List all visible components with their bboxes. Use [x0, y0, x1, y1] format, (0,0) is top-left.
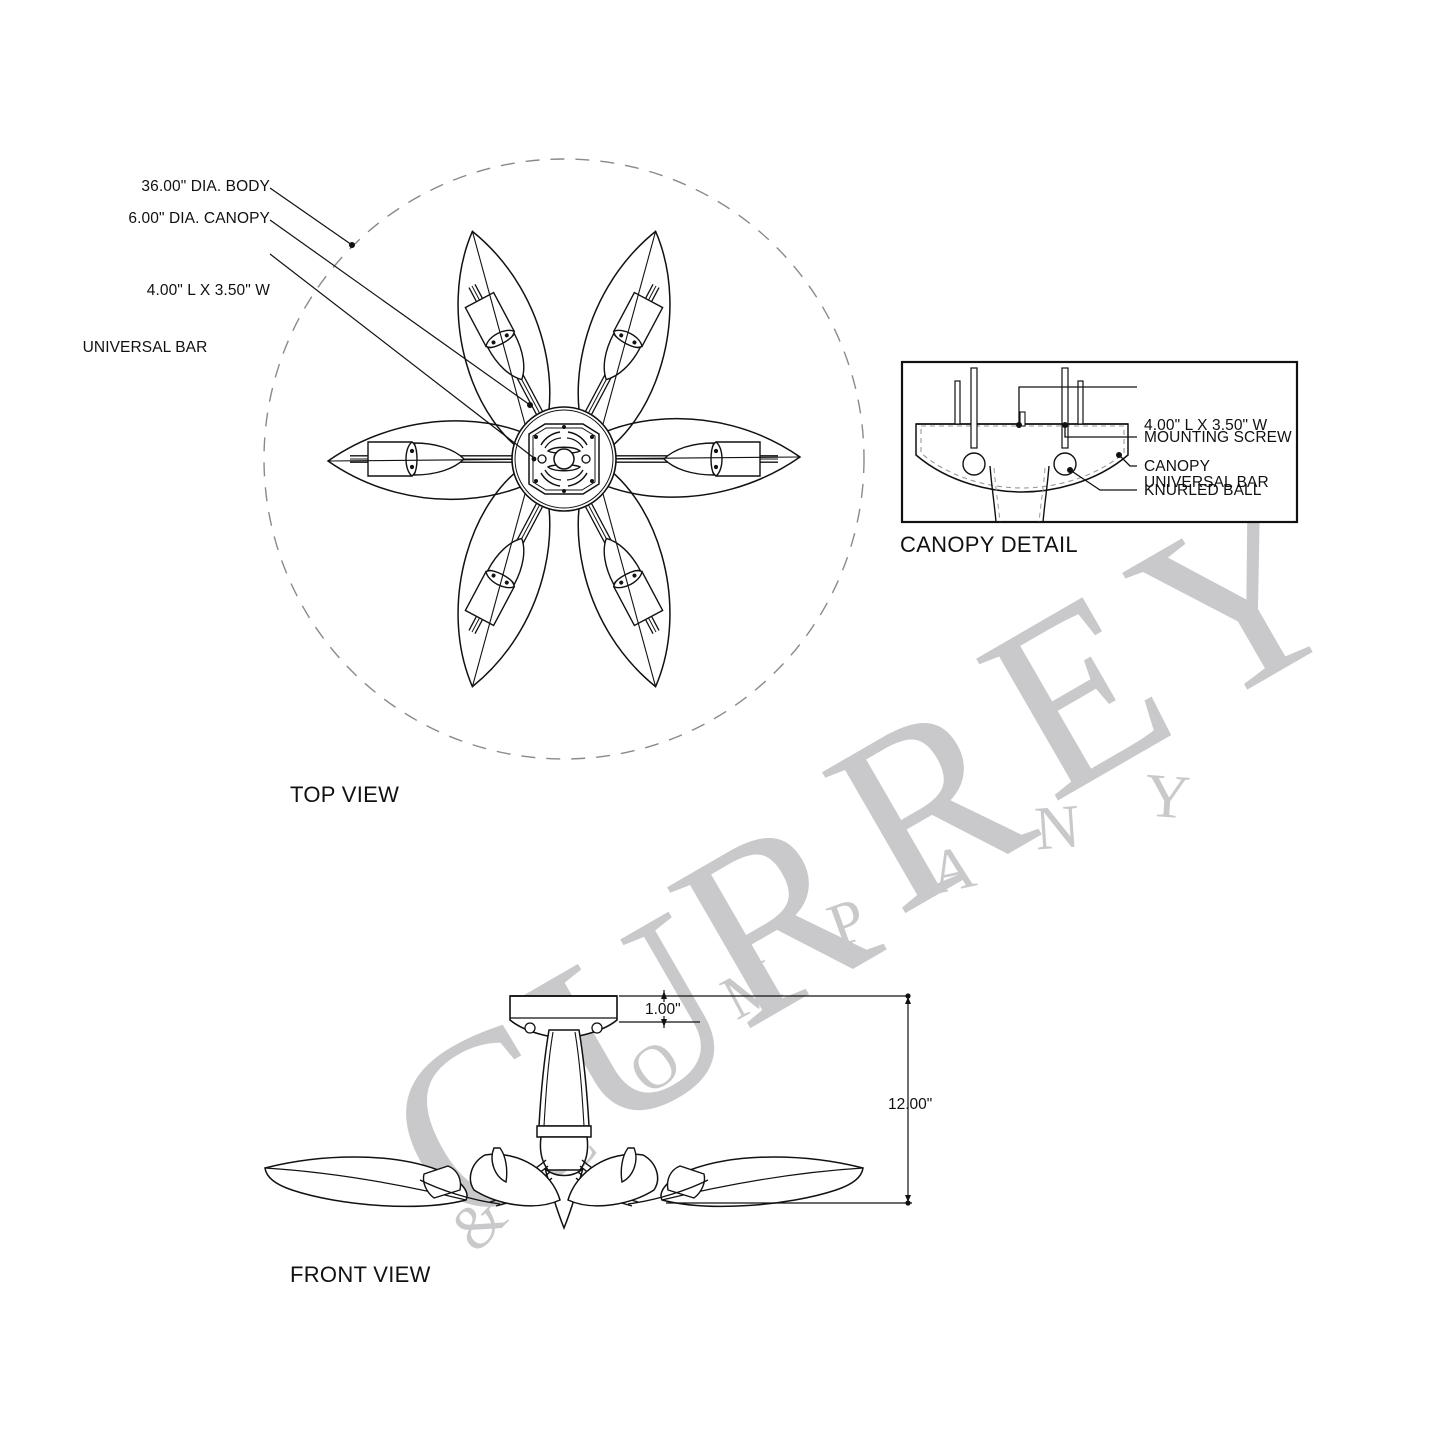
canopy-detail-leaders [1018, 386, 1137, 491]
front-view-knurled-ball-left [524, 1022, 536, 1034]
canopy-callout-canopy: CANOPY [1144, 458, 1211, 475]
canopy-detail-drawing [900, 360, 1299, 524]
leader-dot-canopy [527, 402, 533, 408]
top-view-leaders [269, 187, 535, 459]
front-view-leaf-l1-tip [491, 1147, 508, 1184]
mounting-screw-3 [1061, 367, 1069, 449]
canopy-callout-universal-bar: 4.00" L X 3.50" W UNIVERSAL BAR [1144, 379, 1269, 530]
mounting-screw-2 [970, 367, 978, 449]
leader-dot-body [349, 242, 355, 248]
callout-body-diameter: 36.00" DIA. BODY [141, 178, 270, 195]
front-view-leaf-r1-tip [620, 1147, 637, 1184]
mounting-screw-1 [954, 380, 961, 425]
mounting-screw-4 [1077, 380, 1084, 425]
dimension-overall-height: 12.00" [888, 1096, 933, 1113]
front-view-stem [538, 1029, 590, 1127]
canopy-shape [915, 423, 1129, 493]
top-view-label: TOP VIEW [290, 782, 400, 807]
canopy-callout-knurled-ball: KNURLED BALL [1144, 482, 1262, 499]
canopy-callout-universal-bar-line1: 4.00" L X 3.50" W [1144, 416, 1268, 434]
front-view-body-base [539, 1136, 589, 1171]
body-diameter-circle [263, 158, 865, 760]
front-view-dimension-lines [619, 990, 912, 1204]
front-view-label: FRONT VIEW [290, 1262, 431, 1287]
callout-universal-bar-line1: 4.00" L X 3.50" W [146, 281, 270, 299]
knurled-ball-left [962, 452, 986, 476]
center-stud [1019, 411, 1026, 427]
front-view-knurled-ball-right [591, 1022, 603, 1034]
top-view-drawing [263, 158, 865, 760]
front-view-stem-collar [536, 1125, 592, 1138]
dimension-arrowheads [661, 991, 911, 1206]
callout-canopy-diameter: 6.00" DIA. CANOPY [128, 210, 270, 227]
dimension-canopy-height: 1.00" [645, 1001, 681, 1018]
callout-universal-bar-line2: UNIVERSAL BAR [82, 338, 208, 356]
canopy-callout-universal-bar-line2: UNIVERSAL BAR [1144, 473, 1269, 491]
canopy-detail-title: CANOPY DETAIL [900, 532, 1078, 557]
front-view-drawing [264, 990, 912, 1231]
callout-universal-bar: 4.00" L X 3.50" W UNIVERSAL BAR [20, 244, 270, 395]
canopy-callout-mounting-screw: MOUNTING SCREW [1144, 429, 1292, 446]
